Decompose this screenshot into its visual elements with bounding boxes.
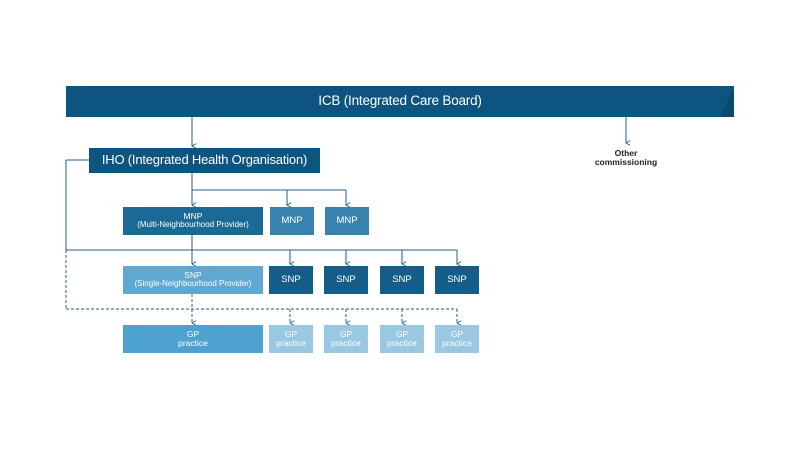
mnp-main-line1: MNP	[183, 210, 203, 221]
icb-box: ICB (Integrated Care Board)	[66, 86, 734, 117]
snp-box: SNP	[269, 266, 313, 294]
snp-main-line2: (Single-Neighbourhood Provider)	[134, 279, 252, 289]
snp-box: SNP	[380, 266, 424, 294]
snp-main-box: SNP (Single-Neighbourhood Provider)	[123, 266, 263, 294]
snp-label: SNP	[392, 273, 412, 285]
gp-main-line1: GP	[186, 328, 200, 339]
gp-main-line2: practice	[178, 338, 208, 348]
snp-main-line1: SNP	[184, 269, 202, 280]
other-line2: commissioning	[594, 156, 658, 167]
mnp-box: MNP	[325, 207, 369, 235]
gp-line1: GP	[339, 328, 353, 339]
gp-line2: practice	[442, 338, 472, 348]
other-line1: Other	[614, 148, 638, 158]
mnp-main-line2: (Multi-Neighbourhood Provider)	[137, 220, 249, 230]
mnp-main-box: MNP (Multi-Neighbourhood Provider)	[123, 207, 263, 235]
mnp-label: MNP	[336, 214, 358, 226]
iho-box: IHO (Integrated Health Organisation)	[89, 148, 320, 173]
gp-line2: practice	[276, 338, 306, 348]
snp-label: SNP	[281, 273, 301, 285]
gp-box: GP practice	[269, 325, 313, 353]
iho-label: IHO (Integrated Health Organisation)	[101, 152, 308, 168]
gp-line1: GP	[395, 328, 409, 339]
snp-box: SNP	[435, 266, 479, 294]
mnp-label: MNP	[281, 214, 303, 226]
icb-label: ICB (Integrated Care Board)	[318, 93, 482, 109]
gp-box: GP practice	[324, 325, 368, 353]
gp-line2: practice	[387, 338, 417, 348]
gp-line1: GP	[450, 328, 464, 339]
gp-box: GP practice	[435, 325, 479, 353]
gp-line2: practice	[331, 338, 361, 348]
snp-label: SNP	[447, 273, 467, 285]
gp-line1: GP	[284, 328, 298, 339]
gp-main-box: GP practice	[123, 325, 263, 353]
other-commissioning-label: Other commissioning	[590, 149, 662, 167]
snp-label: SNP	[336, 273, 356, 285]
mnp-box: MNP	[270, 207, 314, 235]
snp-box: SNP	[324, 266, 368, 294]
icb-corner-accent	[720, 86, 734, 117]
gp-box: GP practice	[380, 325, 424, 353]
